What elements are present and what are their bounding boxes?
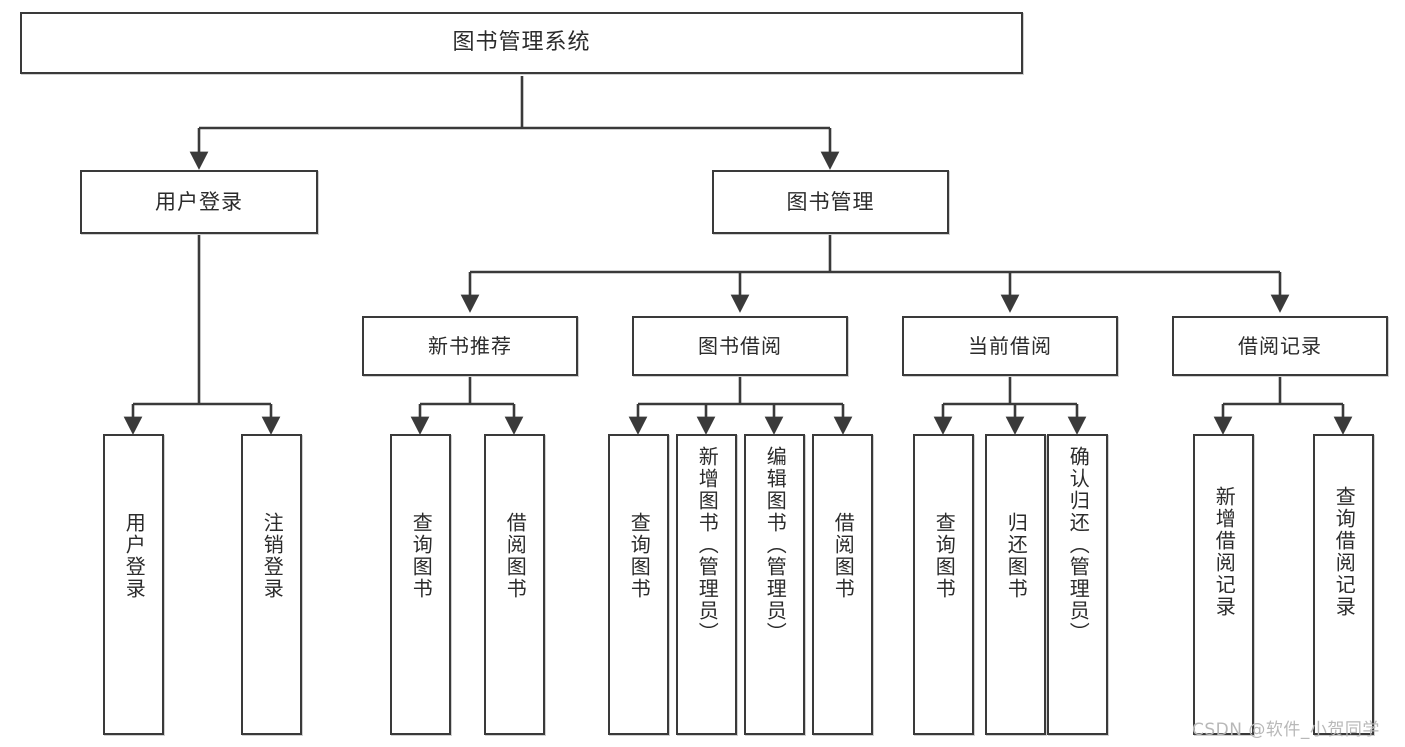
node-label: 借阅图书 xyxy=(503,512,528,600)
leaf-user-login-logout[interactable]: 注销登录 xyxy=(241,434,302,735)
node-label: 编辑图书（管理员） xyxy=(763,446,788,644)
node-book-borrow[interactable]: 图书借阅 xyxy=(632,316,848,376)
node-label: 查询图书 xyxy=(627,512,652,600)
node-label: 图书管理 xyxy=(786,189,875,214)
leaf-borrow-record-query[interactable]: 查询借阅记录 xyxy=(1313,434,1374,735)
node-label: 用户登录 xyxy=(155,189,243,214)
node-label: 注销登录 xyxy=(260,512,285,600)
watermark-credit: CSDN @软件_小贺同学 xyxy=(1192,720,1380,740)
node-label: 新增图书（管理员） xyxy=(695,446,720,644)
node-label: 图书借阅 xyxy=(698,333,782,358)
node-label: 确认归还（管理员） xyxy=(1066,446,1091,644)
node-root-system[interactable]: 图书管理系统 xyxy=(20,12,1023,74)
node-book-management[interactable]: 图书管理 xyxy=(712,170,949,234)
leaf-borrow-record-add[interactable]: 新增借阅记录 xyxy=(1193,434,1254,735)
node-label: 查询借阅记录 xyxy=(1332,486,1357,618)
node-label: 归还图书 xyxy=(1004,512,1029,600)
node-label: 新书推荐 xyxy=(428,333,512,358)
leaf-book-borrow-query[interactable]: 查询图书 xyxy=(608,434,669,735)
leaf-current-borrow-query[interactable]: 查询图书 xyxy=(913,434,974,735)
leaf-book-borrow-add[interactable]: 新增图书（管理员） xyxy=(676,434,737,735)
leaf-current-borrow-confirm-return[interactable]: 确认归还（管理员） xyxy=(1047,434,1108,735)
node-label: 新增借阅记录 xyxy=(1212,486,1237,618)
node-label: 图书管理系统 xyxy=(452,30,591,56)
node-label: 查询图书 xyxy=(932,512,957,600)
leaf-new-book-borrow[interactable]: 借阅图书 xyxy=(484,434,545,735)
node-label: 借阅图书 xyxy=(831,512,856,600)
leaf-new-book-query[interactable]: 查询图书 xyxy=(390,434,451,735)
node-label: 查询图书 xyxy=(409,512,434,600)
node-new-book-recommend[interactable]: 新书推荐 xyxy=(362,316,578,376)
node-label: 用户登录 xyxy=(122,512,147,600)
node-label: 当前借阅 xyxy=(968,333,1052,358)
leaf-user-login-login[interactable]: 用户登录 xyxy=(103,434,164,735)
node-current-borrow[interactable]: 当前借阅 xyxy=(902,316,1118,376)
node-borrow-record[interactable]: 借阅记录 xyxy=(1172,316,1388,376)
leaf-book-borrow-edit[interactable]: 编辑图书（管理员） xyxy=(744,434,805,735)
node-label: 借阅记录 xyxy=(1238,333,1322,358)
leaf-current-borrow-return[interactable]: 归还图书 xyxy=(985,434,1046,735)
leaf-book-borrow-borrow[interactable]: 借阅图书 xyxy=(812,434,873,735)
node-user-login[interactable]: 用户登录 xyxy=(80,170,318,234)
